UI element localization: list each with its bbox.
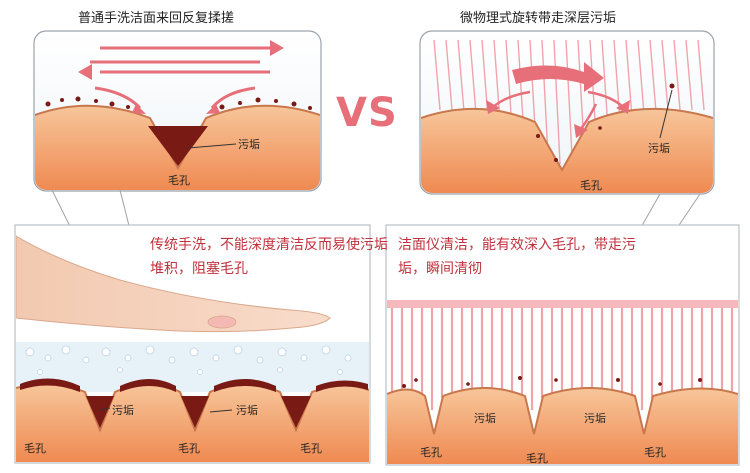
label-dirt-bl-1: 污垢: [112, 404, 134, 417]
bottom-left-panel: 污垢 污垢 毛孔 毛孔 毛孔: [14, 224, 371, 464]
foam-bubbles: [25, 345, 352, 375]
label-pore-bl-3: 毛孔: [300, 442, 322, 455]
rubbing-arrows: [78, 40, 284, 114]
label-dirt-right: 污垢: [648, 142, 670, 155]
label-pore-right: 毛孔: [580, 179, 602, 192]
dirt-particles: [45, 96, 312, 110]
brush-bristles-bottom: [390, 308, 734, 410]
right-title: 微物理式旋转带走深层污垢: [460, 11, 617, 26]
label-dirt: 污垢: [238, 138, 260, 151]
right-description: 洁面仪清洁，能有效深入毛孔，带走污垢，瞬间清彻: [398, 237, 636, 277]
label-pore-br-3: 毛孔: [644, 446, 666, 459]
label-pore-br-1: 毛孔: [420, 446, 442, 459]
label-pore-bl-2: 毛孔: [178, 442, 200, 455]
bottom-right-panel: 污垢 污垢 毛孔 毛孔 毛孔: [385, 224, 740, 466]
vs-label: VS: [336, 90, 398, 136]
label-dirt-br-2: 污垢: [584, 412, 606, 425]
left-title: 普通手洗洁面来回反复揉搓: [78, 11, 235, 26]
left-description: 传统手洗，不能深度清洁反而易使污垢堆积，阻塞毛孔: [150, 237, 388, 277]
rotation-arrows: [486, 62, 630, 138]
hand-illustration: [16, 235, 331, 333]
label-dirt-br-1: 污垢: [474, 412, 496, 425]
label-pore-bl-1: 毛孔: [24, 442, 46, 455]
label-pore: 毛孔: [168, 174, 190, 187]
top-right-zoom-panel: 污垢 毛孔: [419, 30, 715, 195]
label-pore-br-2: 毛孔: [526, 452, 548, 465]
top-left-zoom-panel: 污垢 毛孔: [33, 30, 322, 192]
label-dirt-bl-2: 污垢: [236, 404, 258, 417]
